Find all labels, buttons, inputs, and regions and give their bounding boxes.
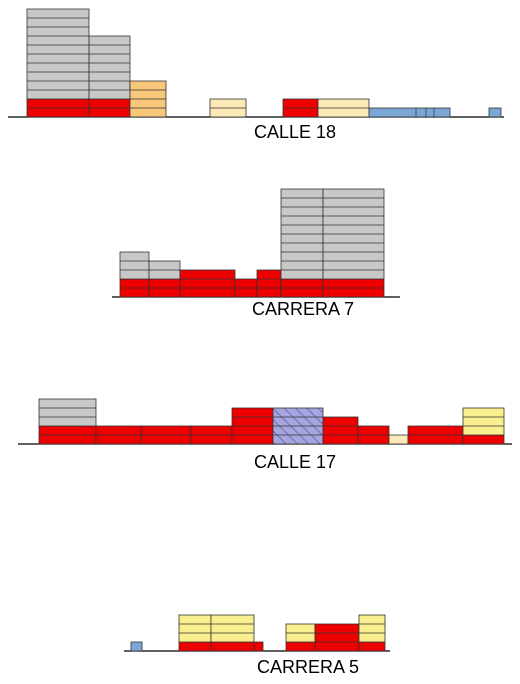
building-tower-right — [322, 188, 385, 298]
building-yellow-b — [210, 614, 255, 652]
band-red — [358, 641, 386, 652]
band-yellow — [178, 614, 212, 643]
band-red — [322, 416, 359, 445]
street-label: CALLE 18 — [254, 122, 336, 142]
band-cream — [388, 434, 409, 445]
building-blue-strip — [368, 107, 451, 118]
band-red — [256, 269, 282, 298]
band-gray — [88, 35, 131, 100]
building-blue-small — [130, 641, 143, 652]
band-blue — [368, 107, 451, 118]
band-red — [178, 641, 212, 652]
building-yellow-corner — [462, 407, 505, 445]
building-gray-3 — [148, 260, 181, 298]
building-red-d — [231, 407, 274, 445]
elevation-calle-17: CALLE 17 — [18, 398, 512, 472]
band-red — [210, 641, 255, 652]
building-red-e — [322, 416, 359, 445]
band-yellow — [462, 407, 505, 436]
band-gray — [38, 398, 97, 427]
band-red — [285, 641, 316, 652]
elevation-carrera-5: CARRERA 5 — [124, 614, 390, 677]
building-blue-small — [488, 107, 502, 118]
building-tower-a — [26, 8, 90, 118]
building-corner-red — [282, 98, 319, 118]
band-red — [253, 641, 264, 652]
building-yellow-c — [285, 623, 316, 652]
elevation-calle-18: CALLE 18 — [8, 8, 504, 142]
building-red-b — [140, 425, 192, 445]
band-red — [179, 269, 236, 298]
building-yellow-a — [178, 614, 212, 652]
building-red-mid — [314, 623, 360, 652]
building-cream-small — [388, 434, 409, 445]
building-red-2 — [234, 278, 258, 298]
building-gray-4 — [119, 251, 150, 298]
building-tower-b — [88, 35, 131, 118]
building-gray-block — [38, 398, 97, 445]
building-red-3 — [179, 269, 236, 298]
building-yellow-d — [358, 614, 386, 652]
band-yellow — [210, 614, 255, 643]
street-label: CARRERA 5 — [257, 657, 359, 677]
band-yellow — [358, 614, 386, 643]
band-red — [314, 623, 360, 652]
band-blue — [130, 641, 143, 652]
building-tower-left — [280, 188, 324, 298]
building-cream-block — [317, 98, 370, 118]
band-gray — [119, 251, 150, 280]
building-red-f — [357, 425, 390, 445]
elevation-carrera-7: CARRERA 7 — [112, 188, 400, 319]
building-hatched — [272, 407, 324, 445]
building-red-sliver — [253, 641, 264, 652]
street-label: CALLE 17 — [254, 452, 336, 472]
building-red-3b — [256, 269, 282, 298]
band-red — [462, 434, 505, 445]
street-label: CARRERA 7 — [252, 299, 354, 319]
building-red-c — [190, 425, 233, 445]
band-blue — [488, 107, 502, 118]
building-mid-orange — [129, 80, 167, 118]
building-small-cream — [209, 98, 247, 118]
building-red-g — [407, 425, 464, 445]
building-red-a — [95, 425, 142, 445]
